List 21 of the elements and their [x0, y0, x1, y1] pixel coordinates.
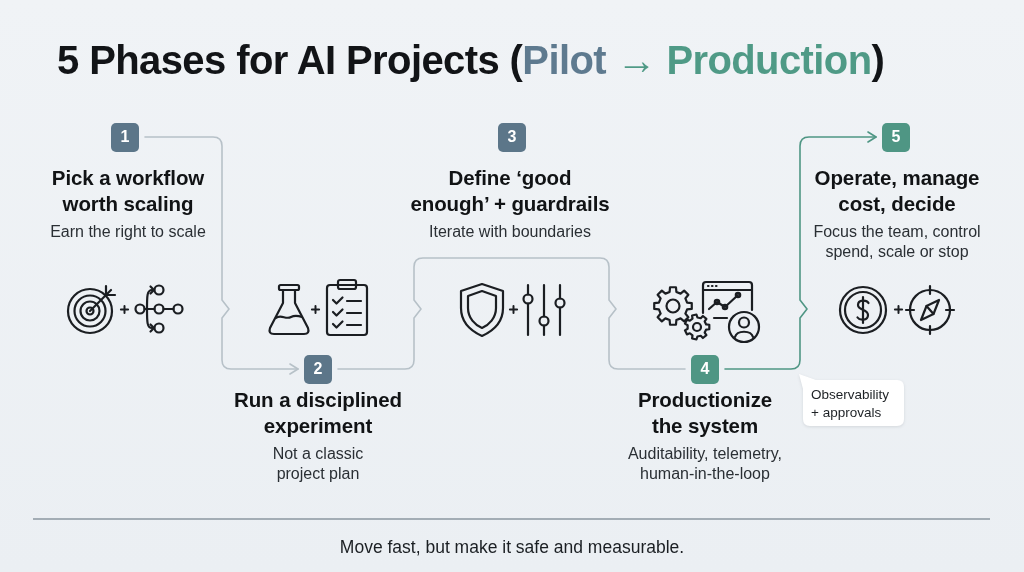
callout-text: Observability + approvals	[811, 386, 891, 422]
step-number: 1	[111, 122, 139, 152]
callout-bubble	[798, 373, 905, 427]
step-number: 2	[304, 354, 332, 384]
arrow-connector	[724, 131, 877, 370]
phase-title: Operate, manage cost, decide	[813, 165, 981, 217]
phase-title: Pick a workflow worth scaling	[50, 165, 206, 217]
connector-line	[337, 257, 686, 370]
phase-description: Earn the right to scale	[50, 222, 206, 242]
step-number: 4	[691, 354, 719, 384]
footer-caption: Move fast, but make it safe and measurable.	[339, 536, 685, 558]
phase-description: Auditability, telemetry, human-in-the-loop	[626, 444, 784, 484]
phase-description: Focus the team, control spend, scale or stop	[812, 222, 982, 262]
arrow-connector	[144, 136, 299, 375]
step-number: 5	[882, 122, 910, 152]
phase-description: Iterate with boundaries	[429, 222, 591, 242]
phase-title: Run a disciplined experiment	[233, 387, 403, 439]
step-number: 3	[498, 122, 526, 152]
phase-title: Define ‘good enough’ + guardrails	[409, 165, 611, 217]
phase-description: Not a classic project plan	[271, 444, 365, 484]
phase-title: Productionize the system	[636, 387, 774, 439]
